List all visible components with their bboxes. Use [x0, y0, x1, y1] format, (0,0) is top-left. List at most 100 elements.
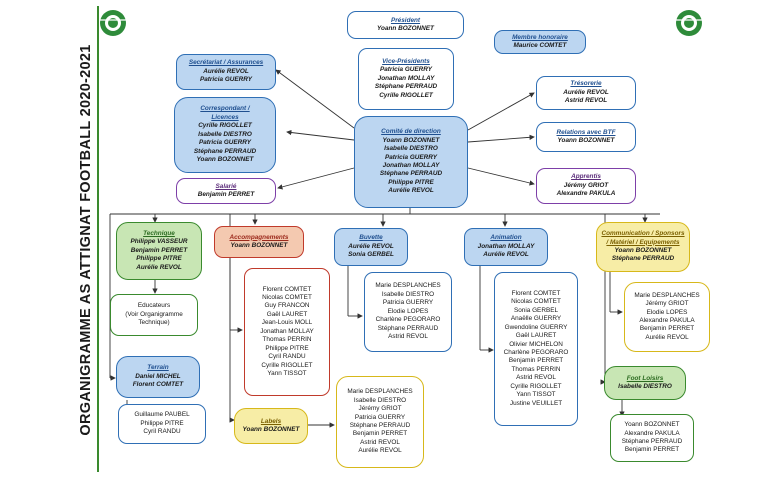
- box-foot-loisirs-list: Yoann BOZONNET Alexandre PAKULA Stéphane…: [610, 414, 694, 462]
- member: Marie DESPLANCHES: [375, 282, 441, 290]
- member: Philippe PITRE: [388, 178, 434, 186]
- member: Thomas PERRIN: [262, 336, 312, 344]
- box-president: Président Yoann BOZONNET: [347, 11, 464, 39]
- member: Aurélie REVOL: [645, 333, 689, 341]
- member: Philippe PITRE: [136, 255, 182, 263]
- member: Patricia GUERRY: [198, 139, 252, 147]
- member: Yoann BOZONNET: [614, 247, 672, 254]
- member: Stéphane PERRAUD: [349, 422, 411, 429]
- educateurs-line: Educateurs: [137, 302, 171, 310]
- member: Alexandre PAKULA: [639, 317, 695, 324]
- member: Cyril RANDU: [268, 353, 306, 361]
- box-title: Trésorerie: [570, 80, 602, 88]
- member: Isabelle DIESTRO: [618, 383, 672, 390]
- member: Yoann BOZONNET: [196, 156, 254, 164]
- member: Guillaume PAUBEL: [134, 411, 190, 419]
- member: Daniel MICHEL: [135, 372, 181, 380]
- box-accompagnements-list: Florent COMTET Nicolas COMTET Guy FRANCO…: [244, 268, 330, 396]
- member: Patricia GUERRY: [382, 299, 434, 307]
- box-apprentis: Apprentis Jérémy GRIOT Alexandre PAKULA: [536, 168, 636, 204]
- box-salarie: Salarié Benjamin PERRET: [176, 178, 276, 204]
- page-title: ORGANIGRAMME AS ATTIGNAT FOOTBALL 2020-2…: [78, 44, 94, 436]
- member: Benjamin PERRET: [624, 446, 680, 454]
- member: Cyrille RIGOLLET: [510, 382, 562, 390]
- member: Cyril RANDU: [143, 428, 181, 436]
- title-divider: [97, 6, 99, 472]
- box-buvette: Buvette Aurélie REVOL Sonia GERBEL: [334, 228, 408, 266]
- educateurs-line: (Voir Organigramme: [125, 310, 183, 318]
- box-title: Salarié: [215, 182, 237, 190]
- member: Patricia GUERRY: [199, 76, 253, 84]
- member: Nicolas COMTET: [511, 298, 561, 306]
- box-title: Président: [390, 16, 421, 24]
- member: Florent COMTET: [132, 381, 184, 389]
- member: Jérémy GRIOT: [563, 181, 609, 189]
- member: Benjamin PERRET: [197, 191, 255, 198]
- member: Isabelle DIESTRO: [384, 145, 438, 153]
- member: Patricia GUERRY: [384, 153, 438, 161]
- club-logo-left: [100, 10, 126, 36]
- member: Maurice COMTET: [513, 42, 567, 49]
- member: Patricia GUERRY: [354, 413, 406, 421]
- member: Astrid REVOL: [360, 438, 400, 446]
- member: Philippe PITRE: [265, 344, 309, 352]
- box-title: Accompagnements: [229, 233, 289, 241]
- box-direction: Comité de direction Yoann BOZONNET Isabe…: [354, 116, 468, 208]
- member: Gwendoline GUERRY: [504, 323, 568, 331]
- member: Yoann BOZONNET: [230, 242, 288, 249]
- box-labels-list: Marie DESPLANCHES Isabelle DIESTRO Jérém…: [336, 376, 424, 468]
- member: Stéphane PERRAUD: [379, 170, 443, 178]
- box-labels: Labels Yoann BOZONNET: [234, 408, 308, 444]
- member: Benjamin PERRET: [508, 357, 564, 365]
- box-vice-presidents: Vice-Présidents Patricia GUERRY Jonathan…: [358, 48, 454, 110]
- box-title: Membre honoraire: [512, 33, 568, 41]
- member: Jean-Louis MOLL: [261, 319, 313, 327]
- member: Florent COMTET: [511, 289, 561, 297]
- member: Cyrille RIGOLLET: [261, 361, 313, 369]
- member: Isabelle DIESTRO: [381, 290, 435, 298]
- member: Stéphane PERRAUD: [374, 83, 438, 91]
- member: Elodie LOPES: [387, 307, 429, 315]
- member: Cyrille RIGOLLET: [379, 91, 433, 99]
- box-title: Comité de direction: [381, 128, 441, 136]
- member: Philippe VASSEUR: [130, 238, 188, 246]
- member: Marie DESPLANCHES: [347, 388, 413, 396]
- member: Benjamin PERRET: [639, 325, 695, 333]
- member: Florent COMTET: [262, 285, 312, 293]
- member: Yann TISSOT: [516, 391, 556, 399]
- member: Jérémy GRIOT: [645, 300, 689, 308]
- member: Jonathan MOLLAY: [382, 162, 440, 169]
- box-title: Communication / Sponsors / Matériel / Eq…: [601, 230, 685, 246]
- member: Guy FRANCON: [264, 302, 310, 310]
- member: Nicolas COMTET: [262, 293, 312, 301]
- member: Sonia GERBEL: [348, 251, 394, 259]
- member: Aurélie REVOL: [563, 88, 609, 96]
- box-title: Secrétariat / Assurances: [188, 59, 264, 67]
- member: Jonathan MOLLAY: [477, 242, 535, 250]
- member: Elodie LOPES: [646, 308, 688, 316]
- box-tresorerie: Trésorerie Aurélie REVOL Astrid REVOL: [536, 76, 636, 110]
- member: Isabelle DIESTRO: [353, 396, 407, 404]
- member: Alexandre PAKULA: [624, 429, 680, 437]
- box-title: Animation: [490, 234, 522, 242]
- member: Charlène PEGORARO: [375, 316, 441, 324]
- member: Aurélie REVOL: [203, 67, 249, 75]
- box-title: Labels: [260, 417, 282, 425]
- member: Jonathan MOLLAY: [377, 74, 435, 82]
- member: Thomas PERRIN: [511, 365, 561, 373]
- member: Yoann BOZONNET: [624, 421, 680, 429]
- box-buvette-list: Marie DESPLANCHES Isabelle DIESTRO Patri…: [364, 272, 452, 352]
- member: Benjamin PERRET: [130, 246, 188, 254]
- member: Patricia GUERRY: [379, 66, 433, 74]
- member: Charlène PEGORARO: [503, 349, 569, 356]
- member: Aurélie REVOL: [358, 447, 402, 455]
- box-title: Buvette: [359, 234, 383, 242]
- box-technique: Technique Philippe VASSEUR Benjamin PERR…: [116, 222, 202, 280]
- member: Philippe PITRE: [140, 419, 184, 427]
- member: Anaëlle GUERRY: [510, 315, 562, 323]
- box-correspondent: Correspondant / Licences Cyrille RIGOLLE…: [174, 97, 276, 173]
- box-title: Vice-Présidents: [382, 57, 430, 65]
- member: Stéphane PERRAUD: [193, 147, 257, 155]
- box-title: Terrain: [147, 364, 169, 372]
- member: Cyrille RIGOLLET: [198, 122, 252, 130]
